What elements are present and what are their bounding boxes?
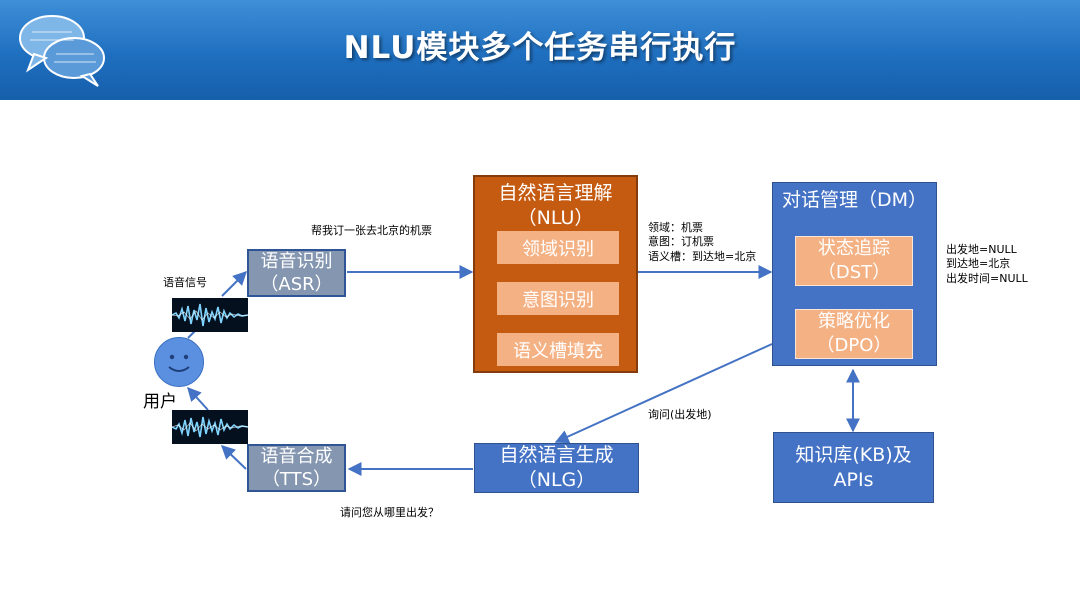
state-departure: 出发地=NULL bbox=[946, 243, 1017, 256]
state-destination: 到达地=北京 bbox=[946, 257, 1011, 271]
nlg-name: 自然语言生成 bbox=[499, 444, 614, 467]
dm-action-label: 询问(出发地) bbox=[648, 408, 712, 421]
waveform-icon bbox=[172, 303, 248, 327]
dpo-abbr: （DPO） bbox=[816, 335, 892, 356]
speech-waveform-out bbox=[172, 410, 248, 444]
speech-waveform-in bbox=[172, 298, 248, 332]
user-utterance-label: 帮我订一张去北京的机票 bbox=[311, 224, 432, 237]
user-label: 用户 bbox=[143, 392, 177, 412]
kb-apis: APIs bbox=[833, 468, 874, 491]
dm-title: 对话管理（DM） bbox=[781, 189, 928, 211]
arrow-wave-to-user bbox=[187, 386, 209, 411]
dm-state-label: 出发地=NULL 到达地=北京 出发时间=NULL bbox=[946, 243, 1028, 286]
kb-name: 知识库(KB)及 bbox=[795, 443, 912, 466]
nlu-step-intent: 意图识别 bbox=[497, 282, 619, 315]
nlu-output-label: 领域：机票 意图：订机票 语义槽：到达地=北京 bbox=[648, 221, 756, 264]
arrow-tts-to-wave bbox=[220, 445, 247, 470]
nlu-title: 自然语言理解 bbox=[498, 182, 613, 204]
tts-name: 语音合成 bbox=[260, 445, 333, 467]
speech-signal-label: 语音信号 bbox=[163, 276, 207, 289]
asr-name: 语音识别 bbox=[260, 250, 333, 272]
nlu-abbr: （NLU） bbox=[517, 206, 594, 229]
nlu-step-domain: 领域识别 bbox=[497, 231, 619, 264]
chat-bubbles-logo-icon bbox=[19, 15, 105, 87]
nlg-box: 自然语言生成 （NLG） bbox=[474, 443, 639, 493]
nlu-step-slot: 语义槽填充 bbox=[497, 333, 619, 366]
tts-box: 语音合成 （TTS） bbox=[247, 444, 346, 492]
smiley-face-icon bbox=[154, 337, 204, 387]
arrow-dm-to-nlg bbox=[554, 343, 773, 444]
arrow-wave-to-asr bbox=[221, 271, 247, 297]
dst-name: 状态追踪 bbox=[818, 237, 890, 259]
nlu-output-slot: 语义槽：到达地=北京 bbox=[648, 249, 757, 263]
system-reply-label: 请问您从哪里出发？ bbox=[340, 506, 439, 519]
page-title: NLU模块多个任务串行执行 bbox=[343, 30, 737, 66]
asr-abbr: （ASR） bbox=[260, 274, 333, 295]
asr-box: 语音识别 （ASR） bbox=[247, 249, 346, 297]
tts-abbr: （TTS） bbox=[261, 469, 332, 490]
nlu-output-intent: 意图：订机票 bbox=[648, 235, 714, 249]
dst-box: 状态追踪 （DST） bbox=[795, 236, 913, 286]
dst-abbr: （DST） bbox=[817, 262, 891, 283]
nlg-abbr: （NLG） bbox=[517, 469, 596, 491]
dpo-name: 策略优化 bbox=[818, 310, 890, 332]
state-departure-time: 出发时间=NULL bbox=[946, 271, 1028, 285]
dpo-box: 策略优化 （DPO） bbox=[795, 309, 913, 359]
waveform-icon bbox=[172, 416, 248, 438]
nlu-output-domain: 领域：机票 bbox=[648, 221, 703, 234]
kb-box: 知识库(KB)及 APIs bbox=[773, 432, 934, 503]
header-banner bbox=[0, 0, 1080, 100]
